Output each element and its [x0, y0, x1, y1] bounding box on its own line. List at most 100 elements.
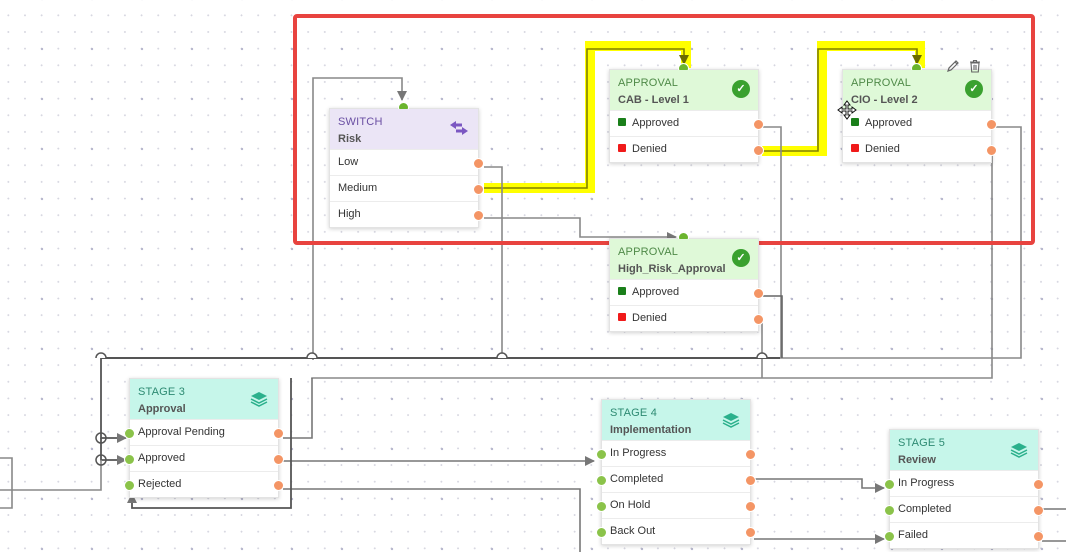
status-label: Back Out [610, 525, 656, 537]
denied-square-icon [618, 144, 626, 152]
input-port[interactable] [124, 428, 135, 439]
approval-outcome-row: Approved [843, 110, 997, 136]
stage-node-approval[interactable]: STAGE 3 Approval Approval Pending Approv… [124, 378, 284, 498]
input-port[interactable] [596, 475, 607, 486]
node-type: STAGE 5 [898, 437, 946, 449]
status-label: On Hold [610, 499, 651, 511]
status-label: In Progress [610, 447, 667, 459]
status-label: In Progress [898, 477, 955, 489]
output-port[interactable] [986, 119, 997, 130]
output-port[interactable] [273, 454, 284, 465]
delete-trash-icon[interactable] [968, 59, 982, 73]
status-label: Approved [138, 452, 186, 464]
outcome-label: Approved [632, 117, 680, 129]
input-port[interactable] [124, 480, 135, 491]
node-header: APPROVAL CIO - Level 2 ✓ [843, 70, 991, 110]
node-type: APPROVAL [618, 246, 679, 258]
wire-stage4-completed [754, 478, 885, 493]
node-header: STAGE 4 Implementation [602, 400, 750, 440]
denied-square-icon [851, 144, 859, 152]
stage-status-row: Approved [124, 445, 284, 471]
approval-outcome-row: Denied [843, 136, 997, 162]
output-port[interactable] [1033, 531, 1044, 542]
status-label: Approval Pending [138, 426, 225, 438]
node-header: SWITCH Risk [330, 109, 478, 149]
node-toolbar [946, 59, 982, 77]
input-port[interactable] [596, 449, 607, 460]
output-port[interactable] [1033, 479, 1044, 490]
node-type: APPROVAL [851, 77, 912, 89]
node-type: SWITCH [338, 116, 383, 128]
node-title: CAB - Level 1 [618, 94, 689, 106]
output-port[interactable] [745, 475, 756, 486]
wire-stage3-pending [283, 378, 313, 439]
input-port[interactable] [884, 479, 895, 490]
stage-status-row: Back Out [596, 518, 756, 544]
wire-bus-left-2 [100, 438, 127, 465]
output-port[interactable] [986, 145, 997, 156]
output-port[interactable] [273, 480, 284, 491]
input-port[interactable] [596, 527, 607, 538]
input-port[interactable] [884, 505, 895, 516]
node-type: APPROVAL [618, 77, 679, 89]
node-type: STAGE 3 [138, 386, 186, 398]
node-title: Implementation [610, 424, 692, 436]
node-title: Review [898, 454, 936, 466]
swap-arrows-icon [450, 121, 468, 135]
switch-case-row: Medium [330, 175, 484, 201]
output-port[interactable] [753, 288, 764, 299]
layers-icon [250, 392, 268, 407]
switch-node-risk[interactable]: SWITCH Risk Low Medium High [329, 102, 484, 228]
output-port[interactable] [745, 501, 756, 512]
outcome-label: Denied [632, 312, 667, 324]
approval-node-cab[interactable]: APPROVAL CAB - Level 1 ✓ Approved Denied [609, 63, 764, 163]
layers-icon [1010, 443, 1028, 458]
approval-node-high-risk[interactable]: APPROVAL High_Risk_Approval ✓ Approved D… [609, 232, 764, 332]
output-port[interactable] [473, 184, 484, 195]
stage-status-row: Completed [596, 466, 756, 492]
stage-status-row: Failed [884, 522, 1044, 548]
node-header: APPROVAL High_Risk_Approval ✓ [610, 239, 758, 279]
stage-node-implementation[interactable]: STAGE 4 Implementation In Progress Compl… [596, 399, 756, 545]
node-title: Approval [138, 403, 186, 415]
stage-status-row: Rejected [124, 471, 284, 497]
stage-status-row: Completed [884, 496, 1044, 522]
stage-status-row: Approval Pending [124, 419, 284, 445]
node-header: STAGE 5 Review [890, 430, 1038, 470]
output-port[interactable] [745, 449, 756, 460]
input-port[interactable] [884, 531, 895, 542]
node-title: Risk [338, 133, 362, 145]
input-port[interactable] [596, 501, 607, 512]
denied-square-icon [618, 313, 626, 321]
check-circle-icon: ✓ [732, 80, 750, 98]
output-port[interactable] [745, 527, 756, 538]
output-port[interactable] [273, 428, 284, 439]
wire-stage3-rejected [283, 488, 581, 552]
output-port[interactable] [473, 158, 484, 169]
status-label: Completed [610, 473, 664, 485]
status-label: Completed [898, 503, 952, 515]
approved-square-icon [618, 287, 626, 295]
stage-node-review[interactable]: STAGE 5 Review In Progress Completed Fai… [884, 429, 1044, 549]
approval-outcome-row: Approved [610, 110, 764, 136]
status-label: Rejected [138, 478, 182, 490]
edit-pencil-icon[interactable] [946, 59, 960, 73]
check-circle-icon: ✓ [732, 249, 750, 267]
output-port[interactable] [753, 119, 764, 130]
output-port[interactable] [753, 314, 764, 325]
status-label: Failed [898, 529, 928, 541]
approval-node-cio[interactable]: APPROVAL CIO - Level 2 ✓ Approved Denied [842, 63, 997, 163]
switch-case-row: Low [330, 149, 484, 175]
input-port[interactable] [124, 454, 135, 465]
output-port[interactable] [473, 210, 484, 221]
output-port[interactable] [753, 145, 764, 156]
outcome-label: Approved [632, 286, 680, 298]
case-label: Low [338, 156, 359, 168]
output-port[interactable] [1033, 505, 1044, 516]
approved-square-icon [618, 118, 626, 126]
stage-status-row: In Progress [596, 440, 756, 466]
wire-highrisk-approved [762, 295, 783, 358]
approval-outcome-row: Approved [610, 279, 764, 305]
case-label: High [338, 208, 361, 220]
